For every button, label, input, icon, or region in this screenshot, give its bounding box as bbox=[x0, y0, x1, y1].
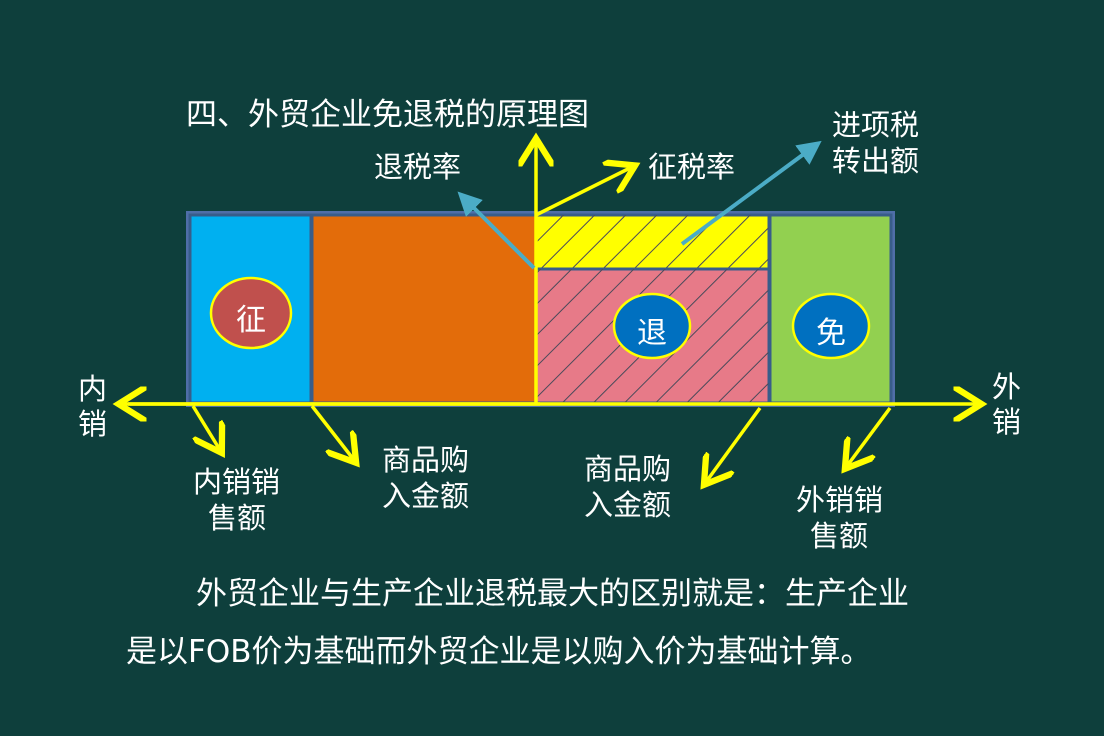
domestic-axis-label-1: 内 bbox=[78, 372, 108, 406]
tui-circle-text: 退 bbox=[637, 316, 667, 351]
input-tax-hatch bbox=[536, 215, 769, 269]
domestic-purchase-block bbox=[310, 213, 538, 405]
domestic-axis-label-2: 销 bbox=[78, 407, 108, 441]
mian-circle bbox=[791, 292, 871, 360]
input-tax-label-2: 转出额 bbox=[832, 144, 920, 178]
page-title: 四、外贸企业免退税的原理图 bbox=[186, 97, 589, 133]
export-axis-label-2: 销 bbox=[992, 405, 1022, 439]
mian-circle-text: 免 bbox=[816, 316, 846, 351]
levy-rate-arrow bbox=[535, 167, 632, 217]
export-purchase-arrow bbox=[706, 406, 762, 482]
domestic-purchase-label-1: 商品购 bbox=[382, 443, 470, 477]
explanation-line-1: 外贸企业与生产企业退税最大的区别就是：生产企业 bbox=[196, 576, 909, 612]
input-tax-arrow bbox=[680, 140, 822, 246]
export-purchase-label-1: 商品购 bbox=[584, 452, 672, 486]
domestic-sales-label-2: 售额 bbox=[208, 501, 267, 535]
zheng-circle-text: 征 bbox=[236, 303, 266, 338]
export-sales-label-2: 售额 bbox=[810, 519, 869, 553]
input-tax-label-1: 进项税 bbox=[832, 108, 920, 142]
export-axis-label-1: 外 bbox=[992, 370, 1022, 404]
refund-rate-arrow bbox=[457, 191, 536, 270]
explanation-line-2: 是以FOB价为基础而外贸企业是以购入价为基础计算。 bbox=[126, 634, 872, 670]
domestic-purchase-label-2: 入金额 bbox=[382, 479, 470, 513]
domestic-sales-arrow bbox=[191, 405, 220, 450]
zheng-circle bbox=[209, 276, 293, 350]
export-purchase-label-2: 入金额 bbox=[584, 488, 672, 522]
tui-circle bbox=[612, 292, 692, 360]
export-sales-label-1: 外销销 bbox=[796, 483, 884, 517]
export-sales-arrow bbox=[847, 406, 892, 466]
levy-rate-label: 征税率 bbox=[648, 150, 736, 184]
domestic-purchase-arrow bbox=[310, 404, 354, 460]
domestic-sales-label-1: 内销销 bbox=[193, 465, 281, 499]
refund-rate-label: 退税率 bbox=[374, 150, 462, 184]
